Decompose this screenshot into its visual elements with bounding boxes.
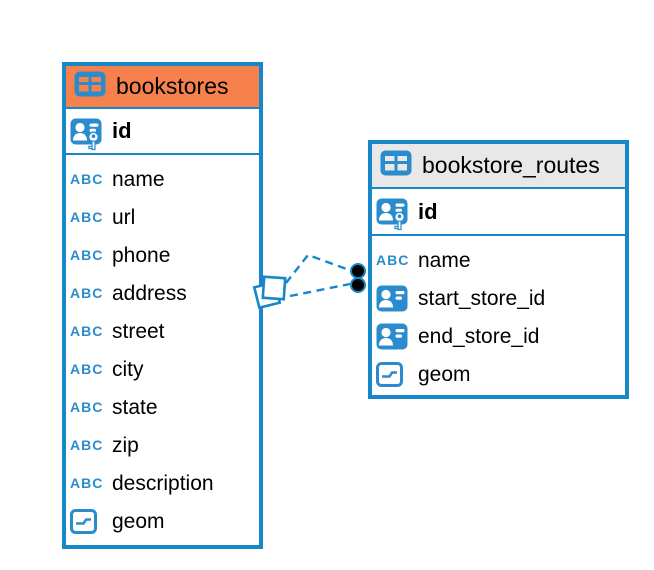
column-row[interactable]: geom	[372, 355, 625, 393]
column-row[interactable]: ABC name	[66, 160, 259, 198]
foreign-key-icon	[376, 323, 418, 350]
column-row[interactable]: start_store_id	[372, 279, 625, 317]
column-row[interactable]: ABC zip	[66, 426, 259, 464]
geometry-type-icon	[376, 361, 418, 387]
text-type-icon: ABC	[70, 171, 104, 187]
column-row[interactable]: geom	[66, 502, 259, 540]
column-name: state	[112, 395, 158, 419]
column-row[interactable]: ABC url	[66, 198, 259, 236]
entity-table-bookstores[interactable]: bookstores id ABC	[62, 62, 263, 549]
primary-key-icon	[70, 118, 112, 150]
column-name: start_store_id	[418, 286, 546, 310]
text-type-icon: ABC	[70, 285, 104, 301]
column-name: end_store_id	[418, 324, 540, 348]
text-type-icon: ABC	[376, 252, 410, 268]
column-name: street	[112, 319, 165, 343]
primary-key-icon	[376, 198, 418, 231]
column-row[interactable]: end_store_id	[372, 317, 625, 355]
table-icon	[74, 71, 106, 103]
column-row[interactable]: ABC state	[66, 388, 259, 426]
column-name: zip	[112, 433, 139, 457]
column-row[interactable]: ABC phone	[66, 236, 259, 274]
relation-endpoint-circles	[350, 263, 366, 293]
column-list: ABC name start_store_id	[372, 236, 625, 393]
column-row-primary-key[interactable]: id	[66, 109, 259, 155]
table-header-bookstore-routes[interactable]: bookstore_routes	[372, 144, 625, 189]
column-name: url	[112, 205, 136, 229]
column-name: city	[112, 357, 144, 381]
column-list: ABC name ABC url ABC phone ABC address A…	[66, 155, 259, 540]
column-row[interactable]: ABC name	[372, 241, 625, 279]
table-title: bookstores	[116, 73, 229, 99]
entity-table-bookstore-routes[interactable]: bookstore_routes id ABC	[368, 140, 629, 399]
text-type-icon: ABC	[70, 475, 104, 491]
table-icon	[380, 150, 412, 182]
table-header-bookstores[interactable]: bookstores	[66, 66, 259, 109]
relation-line-lower	[289, 282, 351, 298]
column-name: geom	[418, 362, 471, 386]
relation-line-upper	[285, 253, 353, 284]
text-type-icon: ABC	[70, 361, 104, 377]
column-row[interactable]: ABC city	[66, 350, 259, 388]
column-name: name	[418, 248, 471, 272]
table-title: bookstore_routes	[422, 152, 600, 178]
column-name: geom	[112, 509, 165, 533]
relation-bookstores-to-bookstore-routes[interactable]	[250, 238, 378, 320]
column-name: address	[112, 281, 187, 305]
column-row[interactable]: ABC address	[66, 274, 259, 312]
column-name: phone	[112, 243, 171, 267]
column-row-primary-key[interactable]: id	[372, 189, 625, 236]
text-type-icon: ABC	[70, 247, 104, 263]
geometry-type-icon	[70, 508, 112, 534]
foreign-key-icon	[376, 285, 418, 312]
column-name: id	[112, 118, 132, 143]
column-row[interactable]: ABC description	[66, 464, 259, 502]
text-type-icon: ABC	[70, 209, 104, 225]
column-name: id	[418, 198, 438, 224]
text-type-icon: ABC	[70, 437, 104, 453]
text-type-icon: ABC	[70, 323, 104, 339]
column-row[interactable]: ABC street	[66, 312, 259, 350]
text-type-icon: ABC	[70, 399, 104, 415]
relation-endpoint-squares	[252, 275, 287, 310]
column-name: name	[112, 167, 165, 191]
column-name: description	[112, 471, 214, 495]
